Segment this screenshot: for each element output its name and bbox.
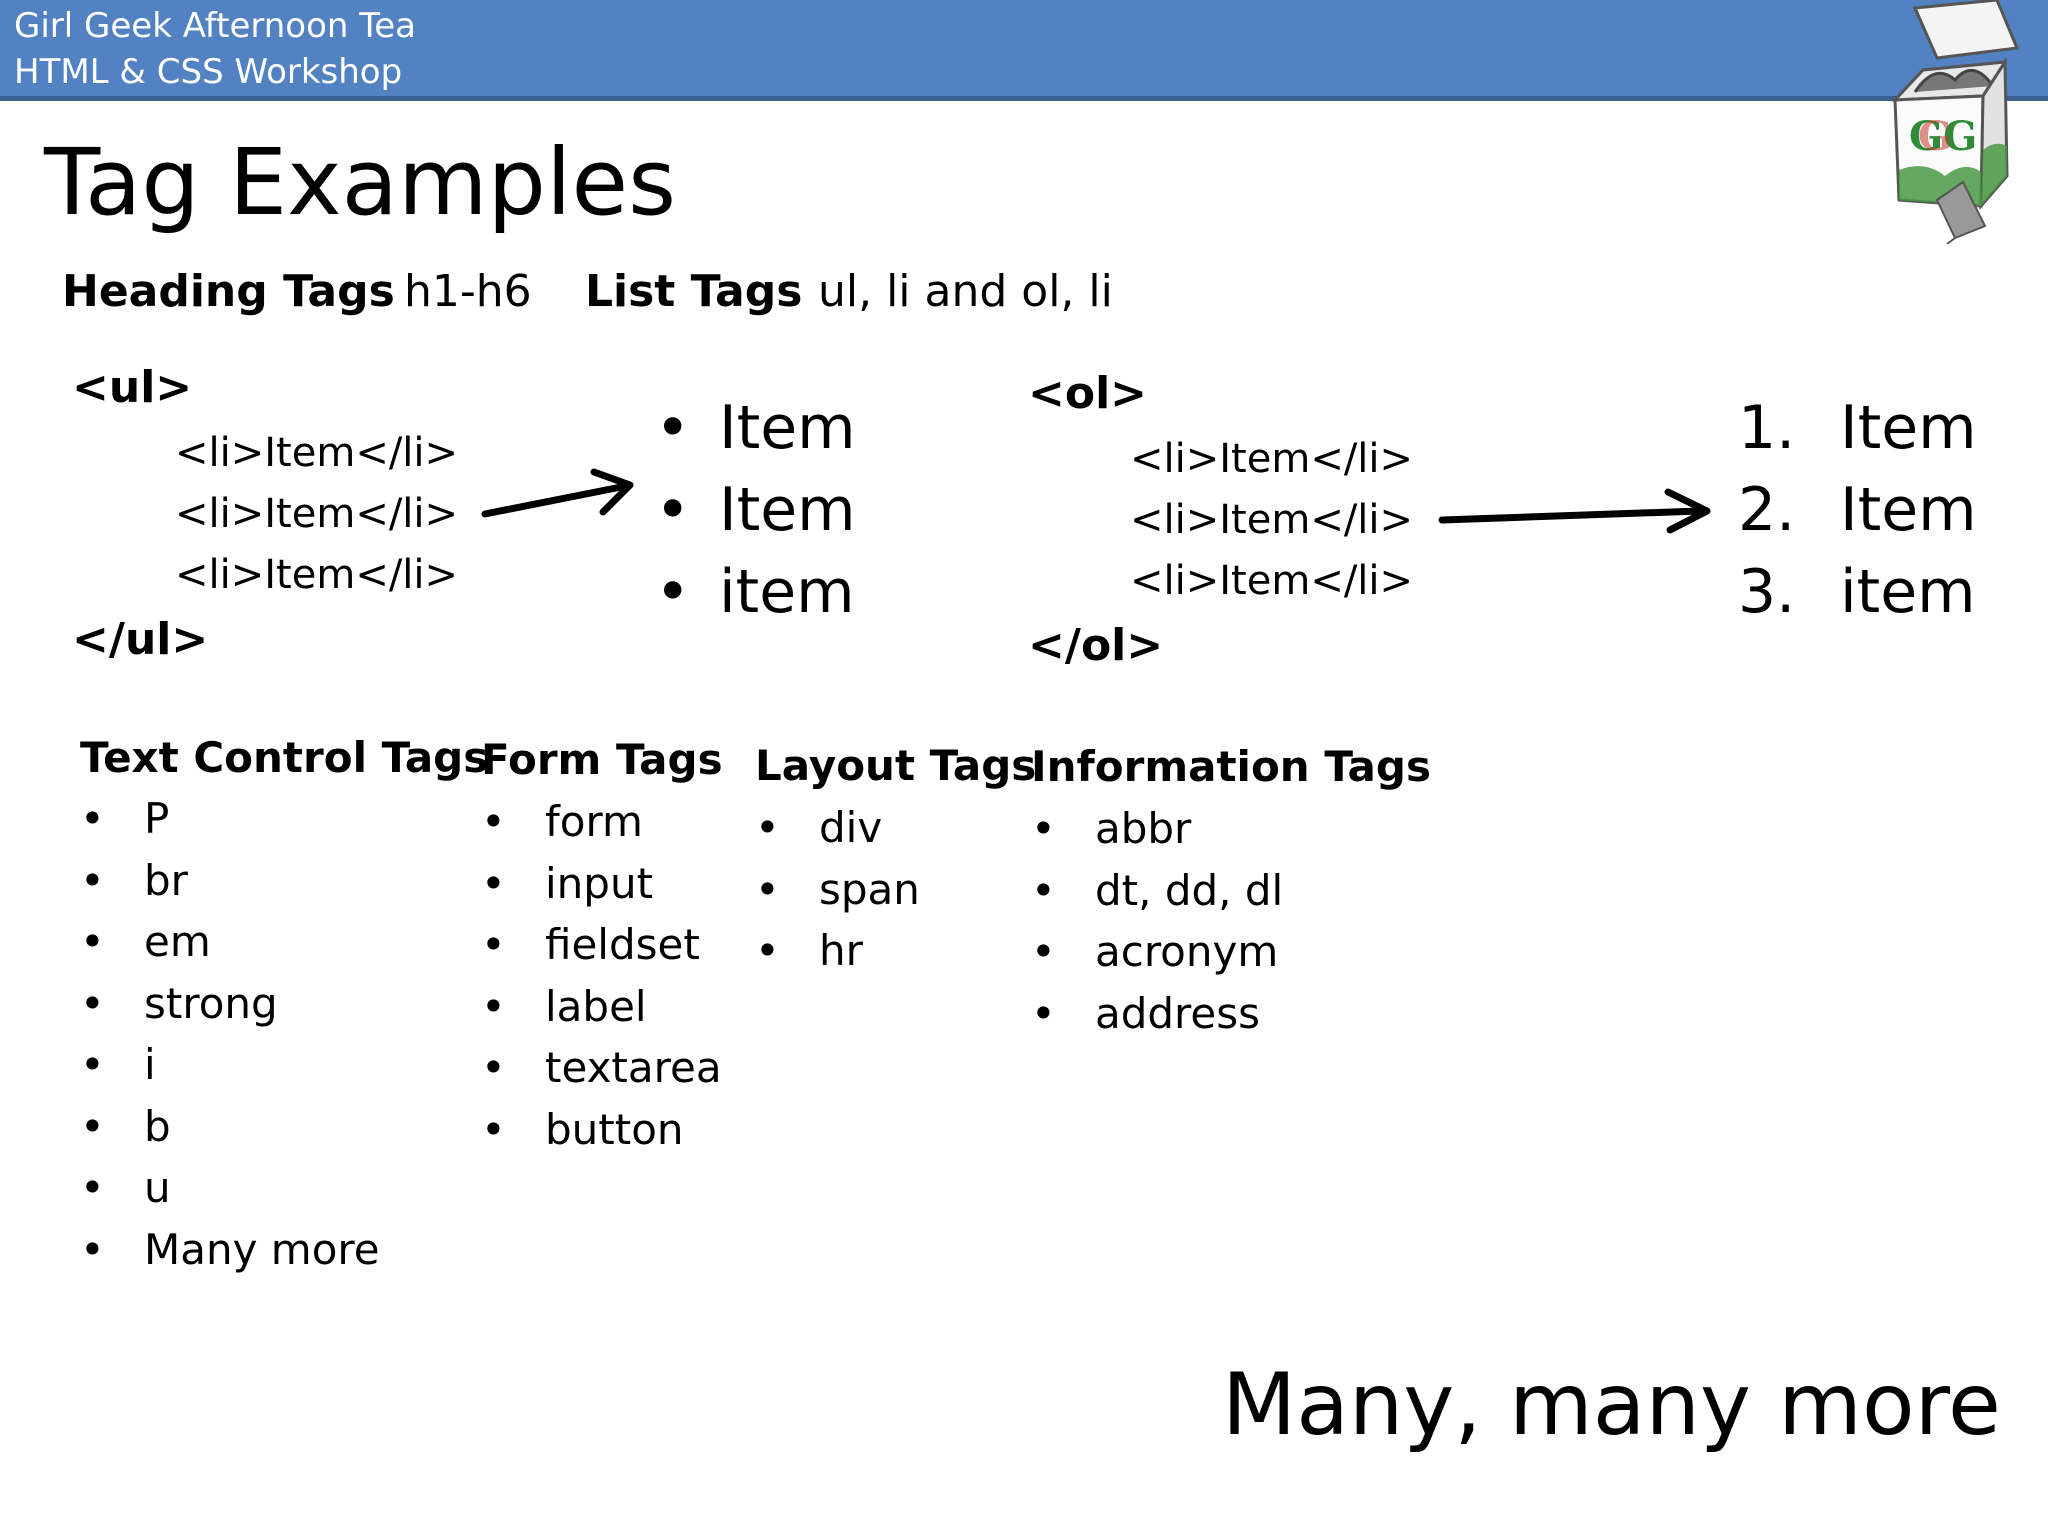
list-item: •input [481,858,654,908]
heading-tags-value: h1-h6 [404,266,532,317]
ol-code-item: <li>Item</li> [1130,436,1414,482]
list-tags-value: ul, li and ol, li [818,266,1113,317]
list-item: •fieldset [481,920,700,969]
list-item: •item [655,551,856,633]
list-item: •label [481,981,647,1031]
ol-code-item: <li>Item</li> [1130,497,1414,543]
page-title: Tag Examples [44,129,677,236]
list-item: •strong [80,978,278,1028]
tea-box-icon: GG G [1891,0,2020,245]
information-tags-heading: Information Tags [1031,742,1431,791]
header-banner: Girl Geek Afternoon Tea HTML & CSS Works… [0,0,2048,101]
workshop-series-title: Girl Geek Afternoon Tea [14,6,417,46]
list-number: 3. [1738,557,1796,627]
ul-open-tag: <ul> [72,362,193,413]
list-item: •address [1031,988,1261,1038]
list-item: •hr [755,926,863,975]
list-item: •Item [655,387,856,469]
bullet: • [655,393,691,463]
list-item: •abbr [1031,804,1192,853]
layout-tags-list: •div •span •hr [755,797,920,982]
bullet: • [655,557,691,627]
list-item: •u [80,1163,171,1212]
list-item: •button [481,1104,684,1154]
tea-box-logo: GG G [1885,0,2035,245]
ul-code-item: <li>Item</li> [175,430,459,476]
ul-code-item: <li>Item</li> [175,491,459,537]
list-item: 3.item [1738,551,1977,633]
ol-close-tag: </ol> [1028,620,1164,671]
heading-tags-label: Heading Tags [62,266,395,317]
list-item: 1.Item [1738,387,1977,469]
workshop-subtitle: HTML & CSS Workshop [14,52,403,92]
ol-rendered-list: 1.Item 2.Item 3.item [1738,387,1977,633]
list-item: 2.Item [1738,469,1977,551]
list-item: •form [481,797,643,846]
svg-text:G: G [1918,113,1952,160]
list-item: •Item [655,469,856,551]
ul-rendered-list: •Item •Item •item [655,387,856,633]
list-number: 2. [1738,475,1796,545]
list-item: •br [80,855,188,905]
form-tags-list: •form •input •fieldset •label •textarea … [481,791,722,1160]
closing-statement: Many, many more [1222,1355,2001,1455]
list-item: •acronym [1031,927,1279,976]
ol-open-tag: <ol> [1028,368,1148,419]
ul-code-item: <li>Item</li> [175,552,459,598]
list-item: •em [80,917,211,966]
list-item: •div [755,803,883,852]
ol-code-item: <li>Item</li> [1130,558,1414,604]
text-control-tags-heading: Text Control Tags [80,733,489,782]
list-tags-label: List Tags [585,266,803,317]
layout-tags-heading: Layout Tags [755,741,1037,790]
list-item: •i [80,1040,156,1089]
list-item: •Many more [80,1224,380,1274]
form-tags-heading: Form Tags [481,735,723,784]
logo-letters: GG [1909,113,1977,160]
ul-close-tag: </ul> [72,614,209,665]
list-number: 1. [1738,393,1796,463]
list-item: •dt, dd, dl [1031,865,1284,915]
text-control-tags-list: •P •br •em •strong •i •b •u •Many more [80,788,380,1280]
list-item: •P [80,794,170,843]
information-tags-list: •abbr •dt, dd, dl •acronym •address [1031,798,1283,1044]
bullet: • [655,475,691,545]
list-item: •span [755,864,920,914]
list-item: •b [80,1101,171,1151]
list-item: •textarea [481,1043,722,1092]
